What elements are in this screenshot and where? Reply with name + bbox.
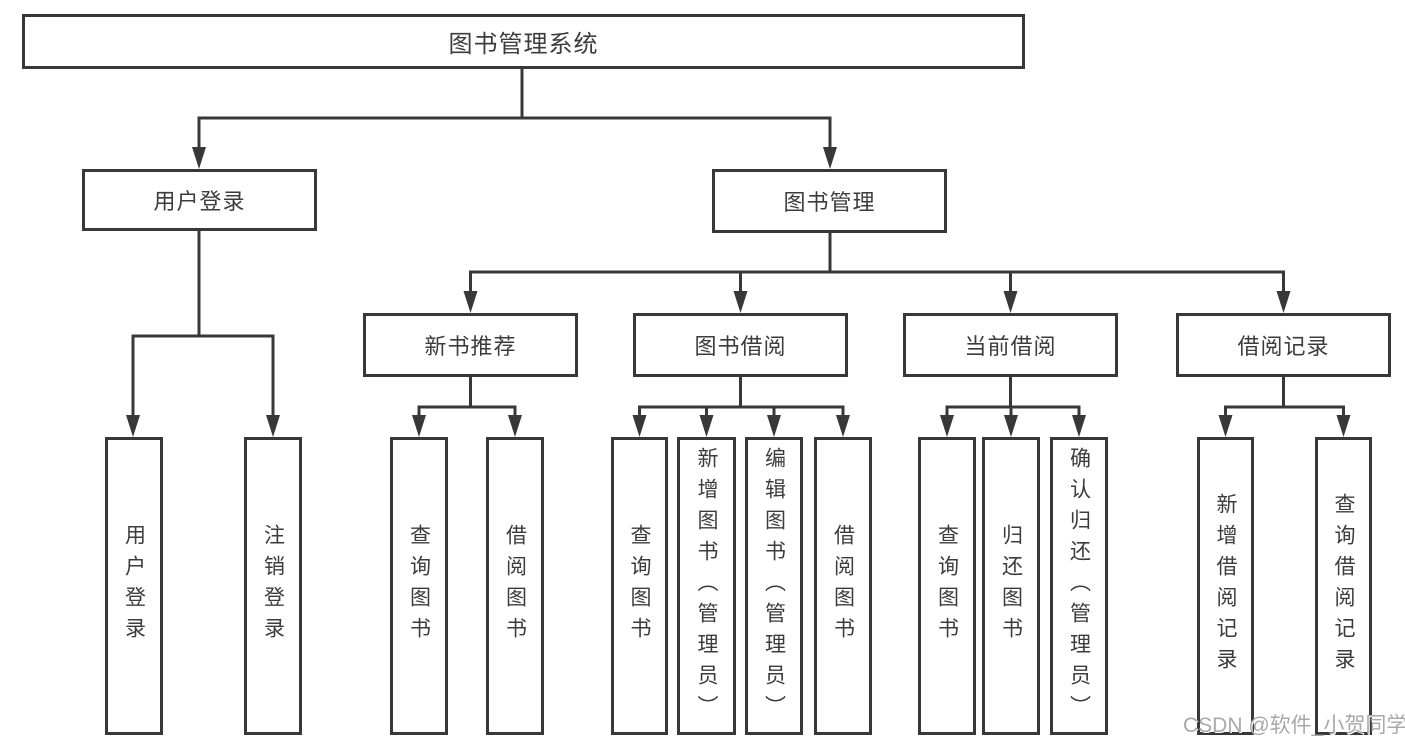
arrowheads [126, 147, 1351, 437]
node-user-login: 用户登录 [82, 169, 317, 231]
node-book-borrowing: 图书借阅 [633, 313, 848, 377]
leaf-query-books-borrowing: 查询图书 [611, 437, 668, 735]
leaf-add-book-admin: 新增图书（管理员） [677, 437, 736, 735]
node-new-book-recommendation: 新书推荐 [363, 313, 578, 377]
leaf-query-books-recommend: 查询图书 [390, 437, 448, 735]
leaf-add-borrow-record: 新增借阅记录 [1197, 437, 1254, 735]
leaf-confirm-return-admin: 确认归还（管理员） [1050, 437, 1108, 735]
leaf-borrow-books-borrowing: 借阅图书 [814, 437, 872, 735]
node-library-management-system: 图书管理系统 [22, 14, 1025, 69]
csdn-watermark: CSDN @软件_小贺同学 [1183, 714, 1405, 737]
node-book-management: 图书管理 [712, 169, 947, 233]
leaf-query-borrow-record: 查询借阅记录 [1315, 437, 1372, 735]
leaf-user-login: 用户登录 [105, 437, 163, 735]
node-borrowing-records: 借阅记录 [1176, 313, 1391, 377]
connector-lines [131, 69, 1345, 416]
leaf-edit-book-admin: 编辑图书（管理员） [745, 437, 803, 735]
node-current-borrowing: 当前借阅 [903, 313, 1118, 377]
leaf-return-book: 归还图书 [982, 437, 1040, 735]
leaf-query-books-current: 查询图书 [918, 437, 976, 735]
leaf-logout: 注销登录 [244, 437, 302, 735]
leaf-borrow-books-recommend: 借阅图书 [486, 437, 544, 735]
